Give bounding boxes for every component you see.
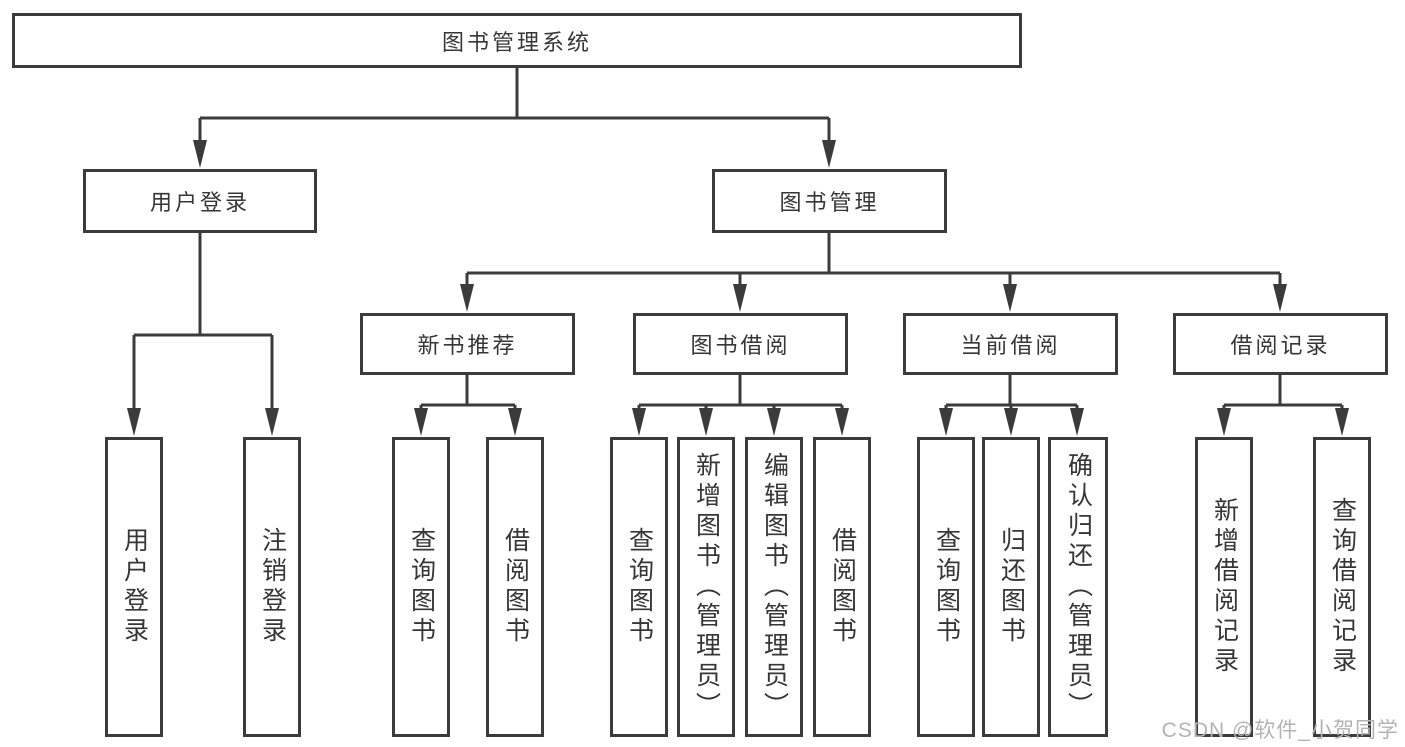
leaf-user-login: 用户登录 <box>105 437 163 737</box>
node-new-book-recommendation: 新书推荐 <box>360 313 575 375</box>
leaf-query-books-borrow: 查询图书 <box>610 437 668 737</box>
leaf-return-books: 归还图书 <box>982 437 1040 737</box>
node-user-login: 用户登录 <box>83 169 317 233</box>
node-borrowing-records: 借阅记录 <box>1173 313 1388 375</box>
leaf-add-borrow-record: 新增借阅记录 <box>1195 437 1253 737</box>
node-current-borrowing: 当前借阅 <box>903 313 1118 375</box>
leaf-add-books-admin: 新增图书（管理员） <box>677 437 735 737</box>
leaf-query-borrow-record: 查询借阅记录 <box>1313 437 1371 737</box>
leaf-logout: 注销登录 <box>243 437 301 737</box>
node-book-management: 图书管理 <box>712 169 947 233</box>
arrow-down-icons <box>127 140 1349 436</box>
leaf-borrow-books-recommend: 借阅图书 <box>486 437 544 737</box>
node-library-management-system: 图书管理系统 <box>12 13 1022 68</box>
leaf-query-books-recommend: 查询图书 <box>392 437 450 737</box>
leaf-borrow-books: 借阅图书 <box>813 437 871 737</box>
leaf-confirm-return-admin: 确认归还（管理员） <box>1048 437 1108 737</box>
leaf-edit-books-admin: 编辑图书（管理员） <box>745 437 803 737</box>
csdn-watermark: CSDN @软件_小贺同学 <box>1161 719 1399 742</box>
node-book-borrowing: 图书借阅 <box>633 313 848 375</box>
leaf-query-books-current: 查询图书 <box>917 437 975 737</box>
